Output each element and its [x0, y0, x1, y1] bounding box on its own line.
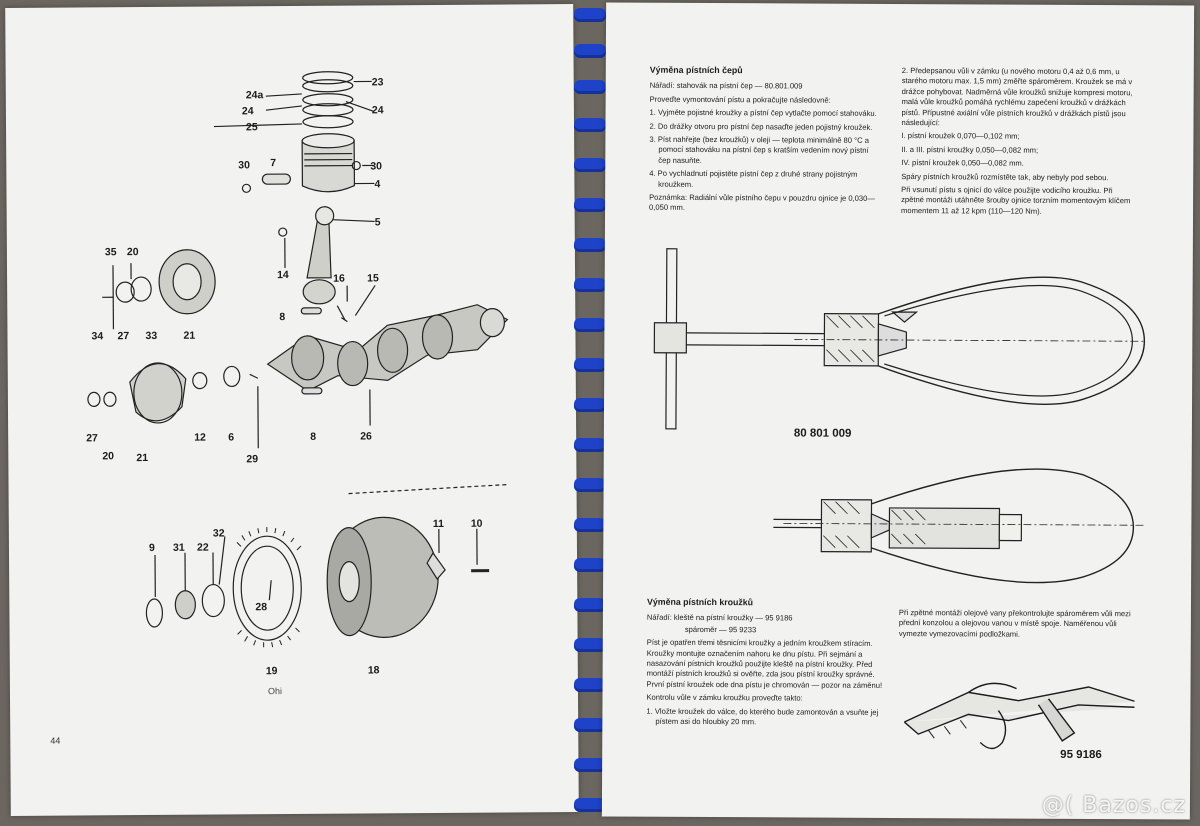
- binding-coil: [574, 44, 606, 58]
- callout-6: 6: [228, 431, 234, 443]
- assembly-paragraph: Při vsunutí pístu s ojnicí do válce použ…: [901, 185, 1131, 216]
- binding-coil: [574, 718, 606, 732]
- binding-coil: [574, 478, 606, 492]
- callout-25: 25: [246, 121, 258, 133]
- binding-coil: [574, 198, 606, 212]
- oil-pan-paragraph: Při zpětné montáži olejové vany překontr…: [898, 608, 1131, 639]
- callout-35: 35: [105, 246, 117, 258]
- right-page: Výměna pístních čepů Nářadí: stahovák na…: [601, 2, 1195, 820]
- tool-line: spároměr — 95 9233: [684, 624, 757, 635]
- callout-18: 18: [368, 664, 380, 676]
- binding-coil: [574, 678, 606, 692]
- left-page: 23 24a 24 24 25 30 7 30 4 5 35 20 14 16 …: [5, 4, 579, 816]
- callout-33: 33: [145, 330, 157, 342]
- section-oil-pan: Při zpětné montáži olejové vany překontr…: [899, 608, 1135, 643]
- binding-coil: [574, 158, 606, 172]
- callout-34: 34: [91, 330, 103, 342]
- callout-28: 28: [255, 601, 267, 613]
- callout-20-top: 20: [127, 246, 139, 258]
- callout-21-bottom: 21: [136, 452, 148, 464]
- binding-coil: [574, 438, 606, 452]
- callout-14: 14: [277, 269, 289, 281]
- step-item: 2. Do drážky otvoru pro pístní čep nasaď…: [649, 121, 873, 132]
- callout-19: 19: [266, 665, 278, 677]
- clearance-value: I. pístní kroužek 0,070—0,102 mm;: [901, 131, 1020, 142]
- step-item: 4. Po vychladnutí pojistěte pístní čep z…: [649, 168, 858, 189]
- binding-coil: [574, 638, 606, 652]
- spiral-binding: [566, 0, 614, 826]
- tool-line: Nářadí: kleště na pístní kroužky — 95 91…: [646, 613, 793, 623]
- callout-15: 15: [367, 272, 379, 284]
- binding-coil: [574, 318, 606, 332]
- binding-coil: [574, 358, 606, 372]
- callout-10: 10: [471, 518, 483, 530]
- section-title-piston-pin: Výměna pístních čepů: [649, 64, 743, 76]
- callout-29: 29: [246, 453, 258, 465]
- callout-8-bottom: 8: [310, 431, 316, 443]
- callout-24a: 24a: [246, 89, 264, 101]
- callout-23: 23: [372, 76, 384, 88]
- step-item: 1. Vyjměte pojistné kroužky a pístní čep…: [649, 107, 877, 119]
- binding-coil: [574, 598, 606, 612]
- exploded-engine-diagram: 23 24a 24 24 25 30 7 30 4 5 35 20 14 16 …: [86, 71, 509, 696]
- binding-coil: [574, 758, 606, 772]
- binding-coil: [574, 798, 606, 812]
- watermark: @( Bazos.cz: [1041, 793, 1186, 818]
- section-title-piston-rings: Výměna pístních kroužků: [646, 596, 754, 608]
- callout-4: 4: [374, 178, 380, 190]
- binding-coil: [574, 518, 606, 532]
- intro-text: Proveďte vymontování pístu a pokračujte …: [649, 94, 831, 105]
- rings-check-intro: Kontrolu vůle v zámku kroužku proveďte t…: [646, 692, 803, 703]
- callout-31: 31: [173, 542, 185, 554]
- section-clearance: 2. Předepsanou vůli v zámku (u nového mo…: [901, 66, 1138, 221]
- callout-5: 5: [375, 216, 381, 228]
- callout-11: 11: [433, 518, 444, 530]
- callout-26: 26: [360, 430, 372, 442]
- callout-24-left: 24: [242, 105, 254, 117]
- binding-coil: [574, 238, 606, 252]
- note-text: Poznámka: Radiální vůle pístního čepu v …: [649, 192, 875, 213]
- clearance-value: IV. pístní kroužek 0,050—0,082 mm.: [901, 158, 1024, 168]
- callout-32: 32: [213, 527, 225, 539]
- binding-coil: [574, 118, 606, 132]
- clearance-value: II. a III. pístní kroužky 0,050—0,082 mm…: [901, 144, 1039, 155]
- clearance-paragraph: 2. Předepsanou vůli v zámku (u nového mo…: [901, 66, 1133, 128]
- puller-tool-drawing: [653, 248, 1146, 430]
- callout-20-bottom: 20: [102, 450, 114, 462]
- tool-line: Nářadí: stahovák na pístní čep — 80.801.…: [649, 81, 803, 91]
- step-item: 1. Vložte kroužek do válce, do kterého b…: [646, 706, 879, 727]
- callout-22: 22: [197, 542, 209, 554]
- ring-gap-paragraph: Spáry pístních kroužků rozmístěte tak, a…: [901, 171, 1109, 182]
- callout-8-top: 8: [279, 311, 285, 323]
- step-item: 3. Píst nahřejte (bez kroužků) v oleji —…: [649, 134, 870, 165]
- callout-30-right: 30: [370, 160, 382, 172]
- callout-16: 16: [333, 273, 345, 285]
- callout-27-top: 27: [117, 330, 129, 342]
- stray-mark: Ohi: [268, 686, 282, 696]
- binding-coil: [574, 278, 606, 292]
- tool-code-label: 80 801 009: [793, 427, 852, 440]
- callout-30-left: 30: [238, 159, 250, 171]
- callout-21-top: 21: [183, 330, 195, 342]
- binding-coil: [574, 558, 606, 572]
- callout-12: 12: [194, 432, 206, 444]
- callout-24-right: 24: [372, 104, 384, 116]
- section-piston-pin: Výměna pístních čepů Nářadí: stahovák na…: [649, 65, 880, 218]
- callout-27-bottom: 27: [86, 432, 98, 444]
- page-number: 44: [50, 735, 61, 746]
- binding-coil: [574, 8, 606, 22]
- callout-7: 7: [270, 157, 276, 169]
- rings-paragraph: Píst je opatřen třemi těsnicími kroužky …: [646, 637, 883, 690]
- ring-tool-drawing: [773, 468, 1144, 584]
- section-piston-rings: Výměna pístních kroužků Nářadí: kleště n…: [646, 597, 883, 732]
- binding-coil: [574, 398, 606, 412]
- binding-coil: [574, 80, 606, 94]
- ring-pliers-drawing: [903, 682, 1135, 750]
- pliers-code-label: 95 9186: [1060, 748, 1102, 762]
- callout-9: 9: [149, 542, 155, 554]
